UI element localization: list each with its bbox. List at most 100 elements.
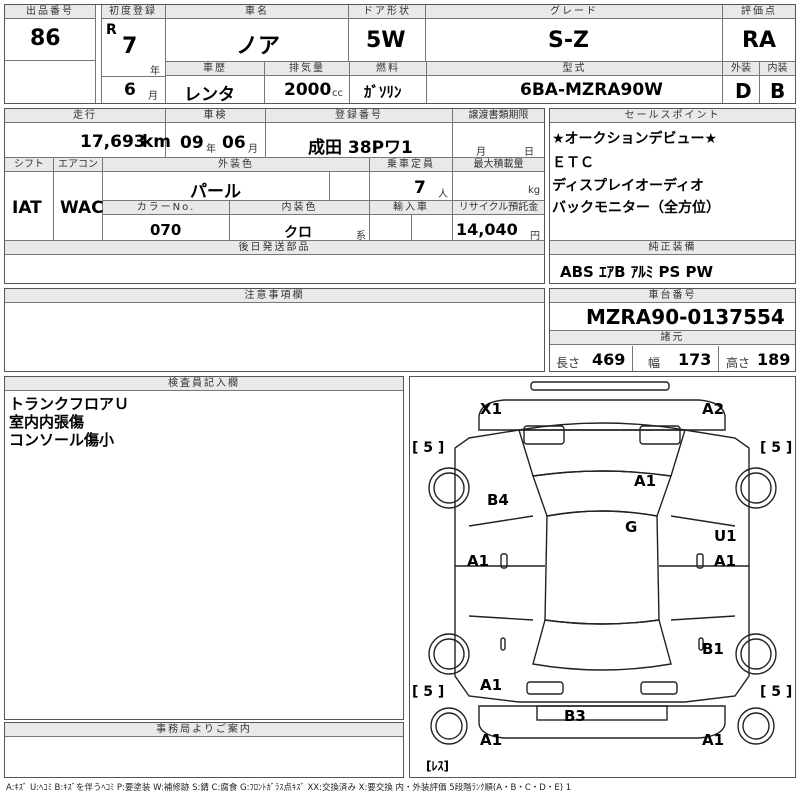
rear-bumper	[478, 705, 726, 739]
inspector-line-3: コンソール傷小	[9, 431, 115, 449]
exterior-color: パール	[190, 182, 241, 202]
max-load-label: 最大積載量	[453, 158, 544, 172]
fuel-label: 燃料	[350, 62, 426, 76]
mark-a1-right: A1	[714, 552, 737, 570]
shift: IAT	[12, 198, 42, 218]
max-load-unit: kg	[528, 185, 541, 196]
damage-diagram	[409, 376, 796, 778]
transfer-month-unit: 月	[476, 147, 486, 158]
door-label: ドア形状	[349, 5, 425, 19]
ac-label: エアコン	[54, 158, 102, 172]
mark-b3: B3	[564, 707, 586, 725]
recycle-label: リサイクル預託金	[453, 201, 544, 215]
car-outline-diagram	[428, 381, 777, 745]
year-unit: 年	[150, 66, 160, 77]
wheel-rear-left	[428, 633, 470, 675]
inspector-line-1: トランクフロアＵ	[9, 395, 130, 413]
headlight-right	[639, 425, 681, 445]
fuel: ｶﾞｿﾘﾝ	[364, 83, 402, 101]
sales-point-3: ディスプレイオーディオ	[552, 178, 705, 194]
era: R	[106, 22, 117, 38]
chassis-number: MZRA90-0137554	[586, 305, 785, 329]
inspection-year: 09	[180, 133, 204, 153]
specs-label: 諸元	[550, 331, 795, 345]
mileage: 17,693	[80, 132, 146, 152]
spare-tire: [ﾚｽ]	[426, 759, 449, 773]
width-label: 幅	[648, 356, 661, 370]
mileage-unit: km	[142, 132, 172, 152]
vehicle-details-block	[4, 108, 545, 284]
ext-grade-label: 外装	[723, 62, 759, 76]
displacement-label: 排気量	[265, 62, 349, 76]
spare-wheel-right	[737, 707, 775, 745]
equipment-label: 純正装備	[550, 241, 795, 255]
sales-points-label: セールスポイント	[550, 109, 795, 123]
taillight-left	[526, 681, 564, 695]
car-name-label: 車名	[166, 5, 348, 19]
tire-rear-left: [ 5 ]	[412, 684, 445, 700]
mark-u1: U1	[714, 527, 737, 545]
tire-rear-right: [ 5 ]	[760, 684, 793, 700]
interior-color-unit: 系	[356, 231, 366, 242]
inspection-month-unit: 月	[248, 144, 258, 155]
mark-a1-bottom-right: A1	[702, 731, 725, 749]
sales-points-block	[549, 108, 796, 284]
height-label: 高さ	[726, 356, 751, 370]
month-unit: 月	[148, 91, 158, 102]
history-label: 車歴	[166, 62, 264, 76]
notes-block	[4, 288, 545, 372]
car-name: ノア	[236, 34, 281, 59]
capacity-label: 乗車定員	[370, 158, 452, 172]
front-bumper-top	[530, 381, 670, 391]
capacity-unit: 人	[438, 189, 448, 200]
first-reg-label: 初度登録	[101, 5, 165, 19]
transfer-deadline-label: 譲渡書類期限	[453, 109, 544, 123]
height: 189	[757, 350, 791, 369]
front-bumper	[478, 399, 726, 431]
reg-year: 7	[122, 34, 138, 59]
spare-wheel-left	[430, 707, 468, 745]
exterior-color-label: 外装色	[103, 158, 369, 172]
interior-color: クロ	[284, 225, 312, 241]
grade-label: グレード	[426, 5, 722, 19]
capacity: 7	[414, 178, 426, 198]
recycle-unit: 円	[530, 231, 540, 242]
wheel-front-right	[735, 467, 777, 509]
wheel-rear-right-inner	[740, 638, 772, 670]
wheel-rear-right	[735, 633, 777, 675]
mark-g: G	[625, 518, 638, 536]
transfer-day-unit: 日	[524, 147, 534, 158]
lot-label: 出品番号	[5, 5, 95, 19]
chassis-block	[549, 288, 796, 372]
interior-color-label: 内装色	[230, 201, 369, 215]
sales-point-2: ＥＴＣ	[552, 155, 594, 171]
roof	[544, 510, 660, 625]
inspection-month: 06	[222, 133, 246, 153]
hood	[518, 422, 686, 477]
equipment: ABS ｴｱB ｱﾙﾐ PS PW	[560, 263, 714, 281]
mark-a1-rear-left: A1	[480, 676, 503, 694]
headlight-left	[523, 425, 565, 445]
spare-wheel-right-inner	[742, 712, 770, 740]
length: 469	[592, 350, 626, 369]
model-code: 6BA-MZRA90W	[520, 80, 663, 100]
inspector-line-2: 室内内張傷	[9, 413, 85, 431]
wheel-front-right-inner	[740, 472, 772, 504]
mark-x1: X1	[480, 400, 503, 418]
rear-glass	[532, 619, 672, 671]
rear-panel	[536, 705, 668, 721]
score-label: 評価点	[723, 5, 795, 19]
ac: WAC	[60, 198, 104, 218]
office-label: 事務局よりご案内	[5, 723, 403, 737]
wheel-rear-left-inner	[433, 638, 465, 670]
shift-label: シフト	[5, 158, 53, 172]
ext-grade: D	[735, 79, 752, 103]
recycle-deposit: 14,040	[456, 220, 518, 239]
mileage-label: 走行	[5, 109, 165, 123]
mark-a1-bottom-left: A1	[480, 731, 503, 749]
spare-wheel-left-inner	[435, 712, 463, 740]
reg-number-label: 登録番号	[266, 109, 452, 123]
legend: A:ｷｽﾞ U:ﾍｺﾐ B:ｷｽﾞを伴うﾍｺﾐ P:要塗装 W:補修跡 S:錆 …	[6, 783, 572, 793]
inspection-label: 車検	[166, 109, 265, 123]
reg-month: 6	[124, 80, 136, 100]
